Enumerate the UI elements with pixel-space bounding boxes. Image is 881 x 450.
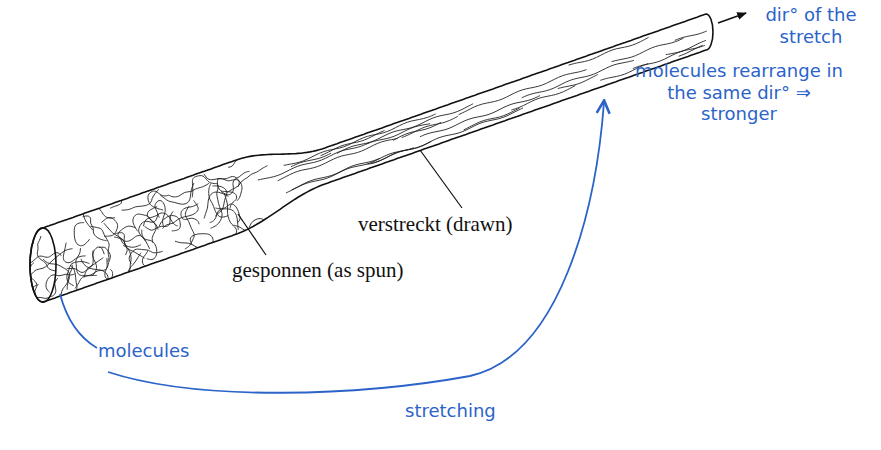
tangled-molecule: [145, 211, 174, 230]
aligned-molecule: [511, 86, 575, 110]
tangled-molecule: [160, 183, 194, 204]
fiber-end-face: [30, 228, 56, 302]
tangled-molecule: [122, 189, 159, 210]
tangled-molecule: [118, 226, 136, 255]
tangled-molecule: [221, 171, 250, 194]
leader-line: [238, 214, 266, 255]
molecule-lines: [7, 31, 707, 348]
annotation-text: molecules: [98, 340, 189, 362]
tangled-molecule: [114, 235, 149, 248]
tangled-molecule: [204, 192, 228, 218]
direction-arrow: [718, 13, 746, 23]
tangled-molecule: [31, 249, 72, 275]
tangled-molecule: [21, 203, 32, 244]
tangled-molecule: [7, 211, 34, 244]
aligned-molecule: [612, 38, 684, 62]
tangled-molecule: [81, 259, 112, 289]
annotation-text: dir° of the stretch: [752, 4, 870, 47]
aligned-molecule: [278, 139, 398, 181]
tangled-molecule: [63, 243, 85, 263]
tangled-molecule: [175, 241, 218, 261]
aligned-molecule: [337, 104, 473, 154]
tangled-molecule: [49, 265, 72, 307]
tangled-molecule: [20, 301, 30, 348]
leader-line: [420, 150, 462, 208]
part-label: gesponnen (as spun): [232, 258, 403, 283]
aligned-molecule: [558, 75, 598, 89]
part-label: verstreckt (drawn): [358, 212, 513, 237]
annotation-text: stretching: [405, 400, 496, 422]
tangled-molecule: [16, 219, 28, 251]
tangled-molecule: [142, 230, 157, 260]
tangled-molecule: [181, 204, 199, 225]
aligned-molecule: [522, 60, 634, 97]
fiber-body: [30, 14, 713, 302]
aligned-molecule: [321, 130, 385, 155]
tangled-molecule: [212, 186, 226, 216]
tangled-molecule: [192, 176, 217, 198]
aligned-molecule: [371, 108, 523, 164]
aligned-molecule: [366, 124, 430, 144]
tangled-molecule: [147, 207, 157, 243]
tangled-molecule: [46, 274, 75, 292]
fiber-outline: [30, 14, 713, 302]
tangled-molecule: [169, 183, 209, 197]
tangled-molecule: [210, 209, 239, 230]
aligned-molecule: [420, 96, 540, 137]
tangled-molecule: [74, 223, 90, 246]
annotation-line: [60, 294, 97, 348]
aligned-molecule: [675, 31, 707, 40]
tangled-molecule: [217, 178, 242, 200]
tangled-molecule: [142, 251, 156, 289]
aligned-molecule: [291, 153, 331, 167]
tangled-molecule: [148, 191, 169, 210]
tangled-molecule: [83, 216, 107, 241]
aligned-molecule: [284, 114, 436, 165]
fiber-drawing: [7, 14, 713, 348]
tangled-molecule: [92, 247, 110, 276]
annotation-text: molecules rearrange in the same dir° ⇒ s…: [628, 60, 850, 125]
